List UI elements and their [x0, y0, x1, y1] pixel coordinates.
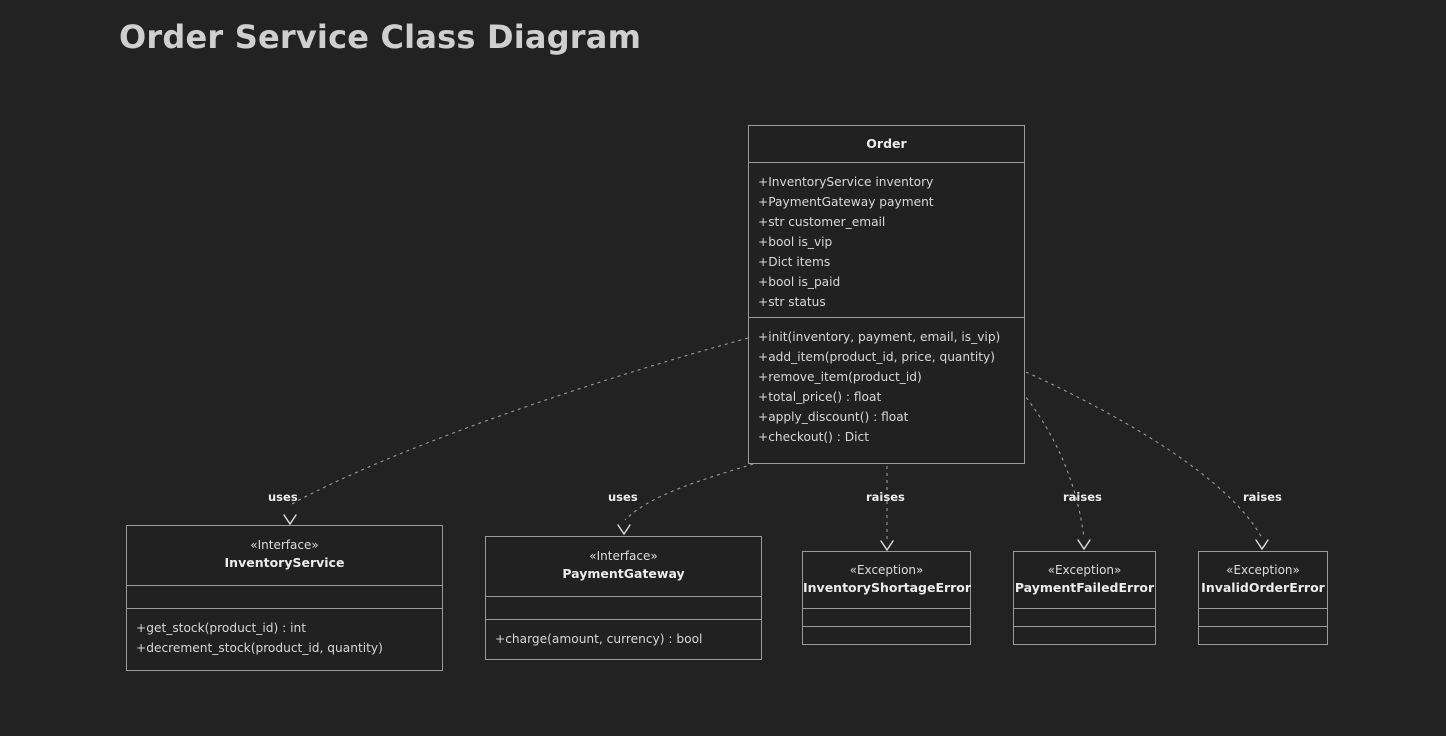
arrowhead-inventory-service [283, 514, 297, 526]
page-title: Order Service Class Diagram [119, 18, 642, 56]
methods-compartment-payment-gateway: +charge(amount, currency) : bool [486, 619, 761, 659]
edge-order-to-payment-gateway [624, 461, 761, 521]
method-row: +add_item(product_id, price, quantity) [758, 350, 996, 364]
class-box-order[interactable]: Order +InventoryService inventory +Payme… [748, 125, 1025, 464]
class-header-invalid-order-error: «Exception» InvalidOrderError [1199, 552, 1327, 608]
method-row: +apply_discount() : float [758, 410, 909, 424]
attributes-compartment-invalid-order-error [1199, 608, 1327, 626]
edge-order-to-payment-failed-error [1021, 391, 1085, 539]
edge-label-uses-inventory-service: uses [268, 490, 298, 504]
attribute-row: +PaymentGateway payment [758, 195, 934, 209]
arrowhead-invalid-order-error [1255, 539, 1269, 551]
class-box-inventory-shortage-error[interactable]: «Exception» InventoryShortageError [802, 551, 971, 645]
method-row: +total_price() : float [758, 390, 882, 404]
class-box-payment-gateway[interactable]: «Interface» PaymentGateway +charge(amoun… [485, 536, 762, 660]
attribute-row: +Dict items [758, 255, 831, 269]
method-row: +get_stock(product_id) : int [136, 621, 307, 635]
attribute-row: +bool is_paid [758, 275, 841, 289]
class-header-order: Order [749, 126, 1024, 162]
method-row: +charge(amount, currency) : bool [495, 632, 703, 646]
edge-order-to-invalid-order-error [1025, 371, 1263, 539]
class-name-inventory-shortage-error: InventoryShortageError [803, 580, 972, 595]
stereotype-label: «Interface» [250, 538, 319, 552]
class-header-inventory-service: «Interface» InventoryService [127, 526, 442, 585]
methods-compartment-order: +init(inventory, payment, email, is_vip)… [749, 317, 1024, 463]
stereotype-label: «Exception» [1047, 563, 1122, 577]
edge-order-to-inventory-service [289, 337, 749, 506]
class-name-payment-gateway: PaymentGateway [562, 566, 685, 581]
class-name-order: Order [866, 136, 907, 151]
attribute-row: +InventoryService inventory [758, 175, 934, 189]
methods-compartment-invalid-order-error [1199, 626, 1327, 644]
attributes-compartment-inventory-service [127, 585, 442, 608]
class-box-inventory-service[interactable]: «Interface» InventoryService +get_stock(… [126, 525, 443, 671]
stereotype-label: «Exception» [849, 563, 924, 577]
attribute-row: +bool is_vip [758, 235, 833, 249]
attributes-compartment-order: +InventoryService inventory +PaymentGate… [749, 162, 1024, 317]
methods-compartment-inventory-shortage-error [803, 626, 970, 644]
arrowhead-payment-gateway [617, 524, 631, 536]
class-name-payment-failed-error: PaymentFailedError [1014, 580, 1155, 595]
stereotype-label: «Interface» [589, 549, 658, 563]
attributes-compartment-inventory-shortage-error [803, 608, 970, 626]
class-box-payment-failed-error[interactable]: «Exception» PaymentFailedError [1013, 551, 1156, 645]
stereotype-label: «Exception» [1226, 563, 1300, 577]
arrowhead-payment-failed-error [1077, 539, 1091, 551]
class-name-inventory-service: InventoryService [224, 555, 345, 570]
class-header-payment-failed-error: «Exception» PaymentFailedError [1014, 552, 1155, 608]
class-name-invalid-order-error: InvalidOrderError [1201, 580, 1325, 595]
attribute-row: +str customer_email [758, 215, 886, 229]
edge-label-raises-payment-failed-error: raises [1063, 490, 1102, 504]
method-row: +remove_item(product_id) [758, 370, 922, 384]
edge-label-raises-inventory-shortage-error: raises [866, 490, 905, 504]
class-header-inventory-shortage-error: «Exception» InventoryShortageError [803, 552, 972, 608]
edge-label-uses-payment-gateway: uses [608, 490, 638, 504]
methods-compartment-payment-failed-error [1014, 626, 1155, 644]
edge-label-raises-invalid-order-error: raises [1243, 490, 1282, 504]
attribute-row: +str status [758, 295, 826, 309]
method-row: +decrement_stock(product_id, quantity) [136, 641, 383, 655]
method-row: +init(inventory, payment, email, is_vip) [758, 330, 1001, 344]
attributes-compartment-payment-gateway [486, 596, 761, 619]
class-box-invalid-order-error[interactable]: «Exception» InvalidOrderError [1198, 551, 1328, 645]
methods-compartment-inventory-service: +get_stock(product_id) : int +decrement_… [127, 608, 442, 670]
attributes-compartment-payment-failed-error [1014, 608, 1155, 626]
method-row: +checkout() : Dict [758, 430, 870, 444]
arrowhead-inventory-shortage-error [880, 540, 894, 552]
class-header-payment-gateway: «Interface» PaymentGateway [486, 537, 761, 596]
